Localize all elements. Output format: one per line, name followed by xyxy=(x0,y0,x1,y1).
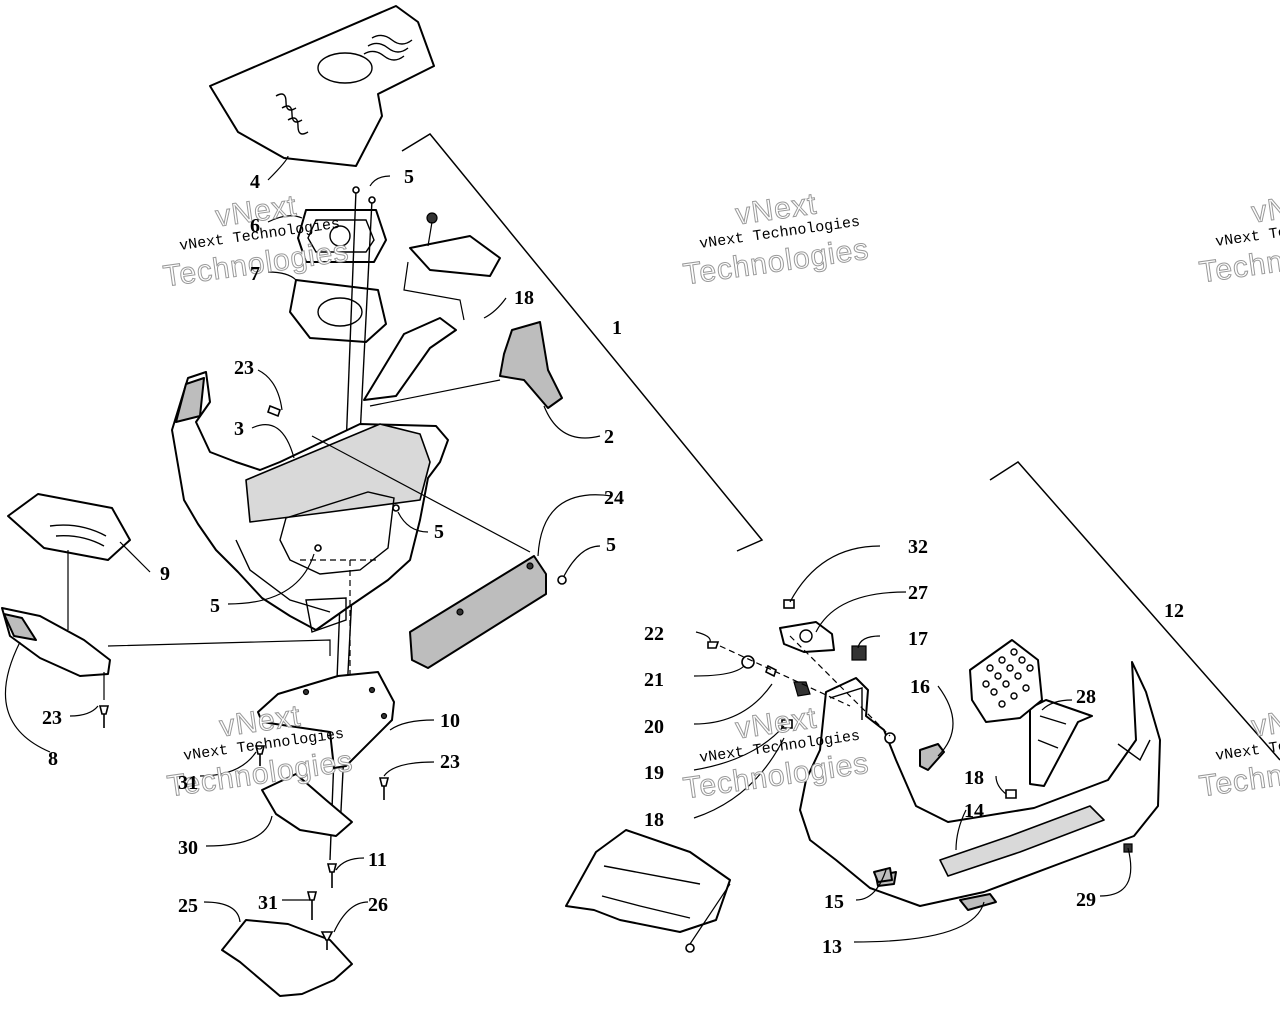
part-4-top-panel xyxy=(209,5,435,167)
part-6-gasket xyxy=(297,209,387,263)
part-28-bracket xyxy=(1029,699,1093,787)
part-30-bracket xyxy=(261,773,353,837)
callout-31a: 31 xyxy=(178,772,198,794)
grating-panel xyxy=(969,639,1043,723)
callout-20: 20 xyxy=(644,716,664,738)
callout-7: 7 xyxy=(250,263,260,285)
leader-lines xyxy=(4,155,1132,943)
callout-18a: 18 xyxy=(514,287,534,309)
callout-14: 14 xyxy=(964,800,984,822)
callout-23c: 23 xyxy=(440,751,460,773)
assembly-bracket-12 xyxy=(989,461,1280,761)
callout-2: 2 xyxy=(604,426,614,448)
callout-23b: 23 xyxy=(42,707,62,729)
callout-6: 6 xyxy=(250,215,260,237)
callout-13: 13 xyxy=(822,936,842,958)
part-25-lower-guard xyxy=(221,919,353,997)
callout-3: 3 xyxy=(234,418,244,440)
callout-4: 4 xyxy=(250,171,260,193)
callout-18b: 18 xyxy=(964,767,984,789)
callout-8: 8 xyxy=(48,748,58,770)
callout-1: 1 xyxy=(612,317,622,339)
callout-18c: 18 xyxy=(644,809,664,831)
callout-15: 15 xyxy=(824,891,844,913)
watermark-3: vNext vNext Technologies Technologies xyxy=(1197,185,1280,290)
callout-12: 12 xyxy=(1164,600,1184,622)
callout-27: 27 xyxy=(908,582,928,604)
callout-31b: 31 xyxy=(258,892,278,914)
callout-26: 26 xyxy=(368,894,388,916)
callout-22: 22 xyxy=(644,623,664,645)
watermark-4: vNext vNext Technologies Technologies xyxy=(165,699,356,804)
fasteners-right xyxy=(707,599,1133,883)
callout-10: 10 xyxy=(440,710,460,732)
part-7-ring-plate xyxy=(289,279,387,343)
upper-bracket xyxy=(403,212,501,321)
callout-32: 32 xyxy=(908,536,928,558)
callout-28: 28 xyxy=(1076,686,1096,708)
part-8-deflector xyxy=(1,607,331,700)
assembly-bracket-1 xyxy=(401,133,764,552)
part-10-skid-plate xyxy=(257,671,395,769)
callout-9: 9 xyxy=(160,563,170,585)
callout-16: 16 xyxy=(910,676,930,698)
part-24-plate xyxy=(409,555,547,669)
callout-5a: 5 xyxy=(404,166,414,188)
callout-11: 11 xyxy=(368,849,387,871)
callout-24: 24 xyxy=(604,487,624,509)
callout-30: 30 xyxy=(178,837,198,859)
callout-29: 29 xyxy=(1076,889,1096,911)
callout-labels: 1 2 3 4 5 5 5 5 6 7 8 9 10 11 12 13 14 1… xyxy=(42,166,1184,958)
callout-23a: 23 xyxy=(234,357,254,379)
callout-21: 21 xyxy=(644,669,664,691)
callout-25: 25 xyxy=(178,895,198,917)
watermark-2: vNext vNext Technologies Technologies xyxy=(681,187,872,292)
callout-17: 17 xyxy=(908,628,928,650)
callout-5d: 5 xyxy=(210,595,220,617)
svg-text:vNext: vNext xyxy=(1249,699,1280,743)
svg-text:vNext: vNext xyxy=(1249,185,1280,229)
callout-19: 19 xyxy=(644,762,664,784)
callout-5c: 5 xyxy=(606,534,616,556)
side-frame-panel xyxy=(565,829,731,953)
front-belly-pan xyxy=(171,317,531,700)
part-2-block xyxy=(499,321,563,409)
callout-5b: 5 xyxy=(434,521,444,543)
fasteners-left xyxy=(98,186,567,950)
part-9-shield xyxy=(7,493,131,630)
